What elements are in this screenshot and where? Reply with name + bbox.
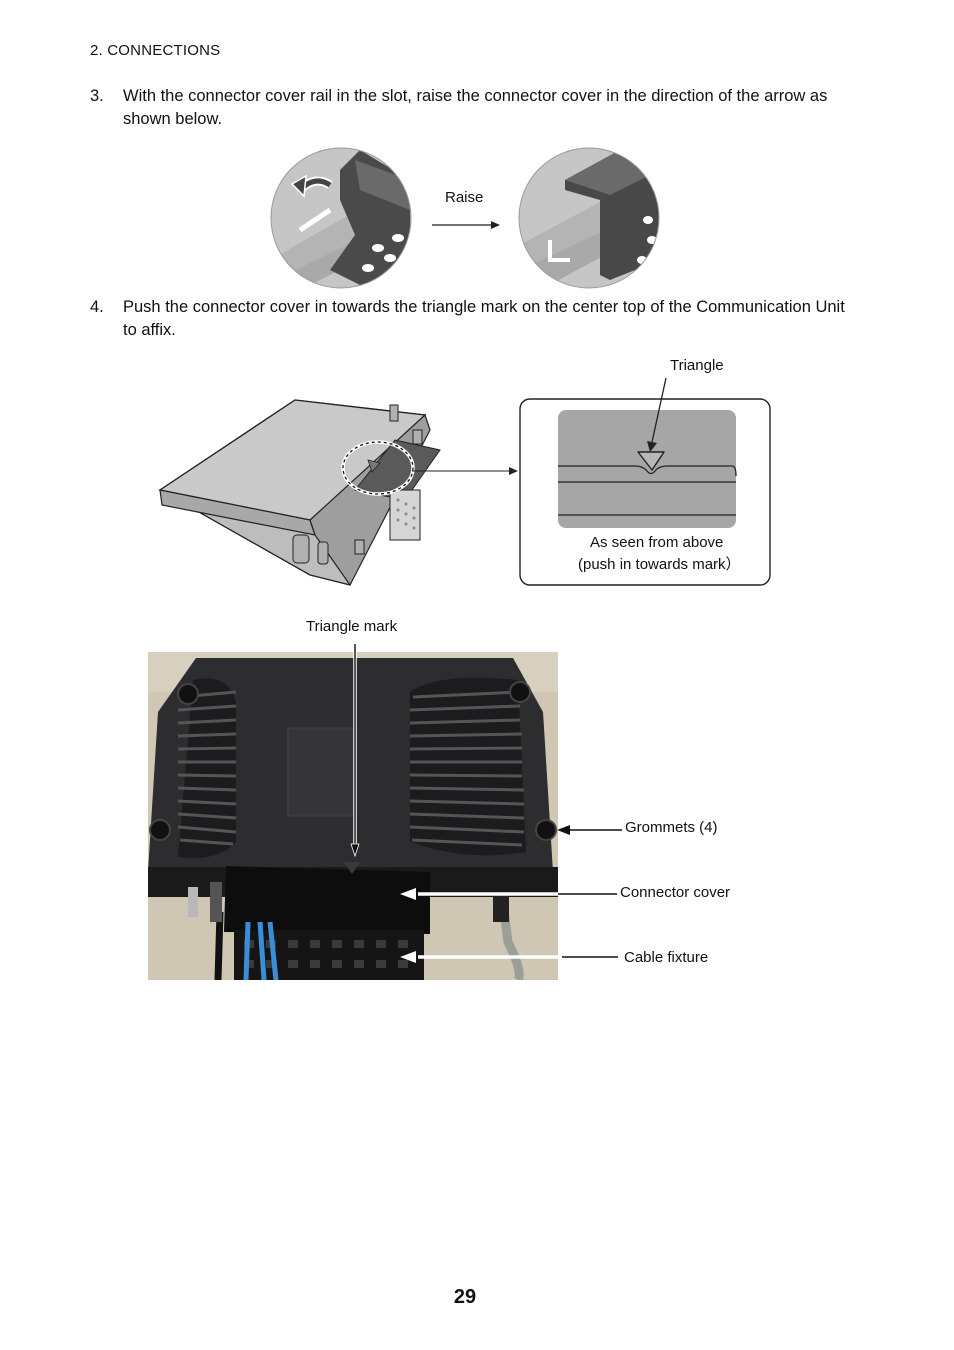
step-number: 4. — [90, 298, 104, 316]
caption-line2: (push in towards mark） — [578, 556, 741, 573]
raise-cover-figure — [270, 147, 660, 289]
step-number: 3. — [90, 87, 104, 105]
step-text: With the connector cover rail in the slo… — [123, 87, 828, 128]
photo-callout-lines — [350, 644, 622, 963]
triangle-mark-label: Triangle mark — [306, 618, 398, 635]
section-header: 2. CONNECTIONS — [90, 42, 221, 59]
grommets-label: Grommets (4) — [625, 819, 718, 836]
unit-drawing-figure — [158, 377, 771, 587]
triangle-label: Triangle — [670, 357, 724, 374]
before-detail-image — [271, 148, 411, 288]
step-text: Push the connector cover in towards the … — [123, 298, 845, 339]
cable-fixture-label: Cable fixture — [624, 949, 709, 966]
after-detail-image — [519, 148, 659, 288]
raise-label: Raise — [445, 189, 484, 206]
connector-cover-label: Connector cover — [620, 884, 731, 901]
top-view-detail — [558, 410, 736, 528]
unit-photo — [148, 652, 558, 980]
caption-line1: As seen from above — [590, 534, 724, 551]
page-number: 29 — [453, 1286, 477, 1308]
